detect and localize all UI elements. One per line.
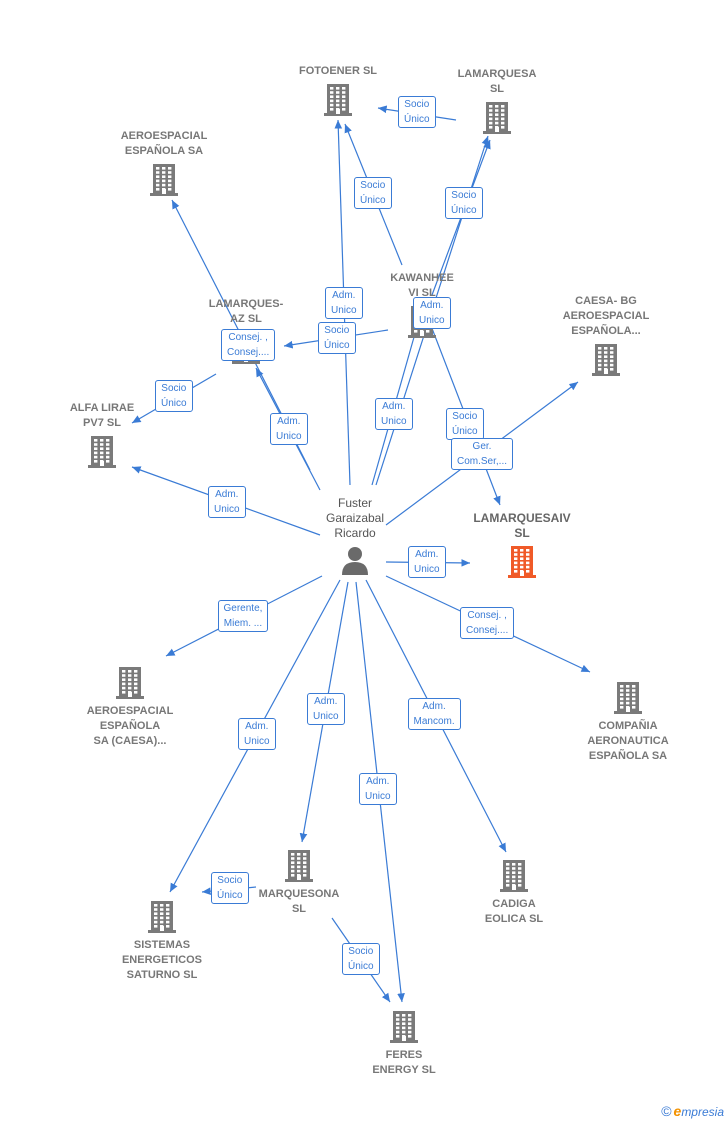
building-icon: [102, 900, 222, 934]
edge-label[interactable]: Adm. Unico: [307, 693, 345, 725]
node-cadiga[interactable]: CADIGA EOLICA SL: [454, 859, 574, 927]
building-icon: [462, 545, 582, 579]
edge-label[interactable]: Adm. Unico: [408, 546, 446, 578]
edge-label[interactable]: Consej. , Consej....: [460, 607, 515, 639]
node-label: CAESA- BG AEROESPACIAL ESPAÑOLA...: [562, 295, 650, 337]
node-lamarquesa[interactable]: LAMARQUESA SL: [437, 67, 557, 135]
edge-label[interactable]: Adm. Unico: [325, 287, 363, 319]
edge-label[interactable]: Adm. Mancom.: [407, 698, 461, 730]
edge-label[interactable]: Gerente, Miem. ...: [217, 600, 269, 632]
node-alfalirae[interactable]: ALFA LIRAE PV7 SL: [42, 401, 162, 469]
building-icon: [239, 849, 359, 883]
edge-label[interactable]: Adm. Unico: [359, 773, 397, 805]
node-aeroespacialcaesa[interactable]: AEROESPACIAL ESPAÑOLA SA (CAESA)...: [70, 666, 190, 749]
node-label: Fuster Garaizabal Ricardo: [325, 496, 385, 540]
building-icon: [546, 343, 666, 377]
node-label: LAMARQUESAIV SL: [473, 511, 571, 540]
building-icon: [278, 83, 398, 117]
node-caesabg[interactable]: CAESA- BG AEROESPACIAL ESPAÑOLA...: [546, 294, 666, 377]
node-label: LAMARQUES- AZ SL: [208, 298, 284, 325]
node-label: MARQUESONA SL: [258, 888, 340, 915]
building-icon: [42, 435, 162, 469]
node-aeroespacial[interactable]: AEROESPACIAL ESPAÑOLA SA: [104, 129, 224, 197]
node-label: AEROESPACIAL ESPAÑOLA SA (CAESA)...: [86, 705, 174, 747]
node-label: SISTEMAS ENERGETICOS SATURNO SL: [121, 939, 203, 981]
node-marquesona[interactable]: MARQUESONA SL: [239, 849, 359, 917]
copyright-symbol: ©: [661, 1103, 672, 1119]
edge-label[interactable]: Adm. Unico: [238, 718, 276, 750]
node-label: LAMARQUESA SL: [457, 68, 537, 95]
edge-label[interactable]: Socio Único: [354, 177, 392, 209]
edge-label[interactable]: Socio Único: [398, 96, 436, 128]
building-icon: [344, 1010, 464, 1044]
edge-label[interactable]: Socio Único: [318, 322, 356, 354]
edge-label[interactable]: Consej. , Consej....: [221, 329, 276, 361]
node-lamarquesaiv[interactable]: LAMARQUESAIV SL: [462, 511, 582, 579]
edge-label[interactable]: Adm. Unico: [270, 413, 308, 445]
brand-footer[interactable]: ©empresia: [661, 1103, 724, 1119]
node-label: FOTOENER SL: [298, 65, 378, 77]
node-label: ALFA LIRAE PV7 SL: [69, 402, 135, 429]
edge-label[interactable]: Ger. Com.Ser,...: [451, 438, 514, 470]
edge-label[interactable]: Socio Único: [445, 187, 483, 219]
node-sistemas[interactable]: SISTEMAS ENERGETICOS SATURNO SL: [102, 900, 222, 983]
node-label: AEROESPACIAL ESPAÑOLA SA: [120, 130, 208, 157]
node-label: CADIGA EOLICA SL: [484, 898, 544, 925]
node-fotoener[interactable]: FOTOENER SL: [278, 64, 398, 117]
node-label: COMPAÑIA AERONAUTICA ESPAÑOLA SA: [587, 720, 669, 762]
brand-logo-e: e: [673, 1103, 682, 1119]
node-label: KAWANHEE VI SL: [390, 272, 454, 299]
edge-label[interactable]: Socio Único: [342, 943, 380, 975]
building-icon: [454, 859, 574, 893]
edge-label[interactable]: Adm. Unico: [375, 398, 413, 430]
node-feres[interactable]: FERES ENERGY SL: [344, 1010, 464, 1078]
edge-label[interactable]: Socio Único: [211, 872, 249, 904]
node-label: FERES ENERGY SL: [372, 1049, 436, 1076]
building-icon: [437, 101, 557, 135]
node-compania[interactable]: COMPAÑIA AERONAUTICA ESPAÑOLA SA: [568, 681, 688, 764]
edge-label[interactable]: Adm. Unico: [208, 486, 246, 518]
building-icon: [568, 681, 688, 715]
edge-label[interactable]: Adm. Unico: [413, 297, 451, 329]
node-person[interactable]: Fuster Garaizabal Ricardo: [295, 496, 415, 575]
edge-label[interactable]: Socio Único: [155, 380, 193, 412]
building-icon: [70, 666, 190, 700]
building-icon: [104, 163, 224, 197]
person-icon: [295, 545, 415, 575]
brand-logo-text: mpresia: [681, 1105, 724, 1119]
edge-label[interactable]: Socio Único: [446, 408, 484, 440]
